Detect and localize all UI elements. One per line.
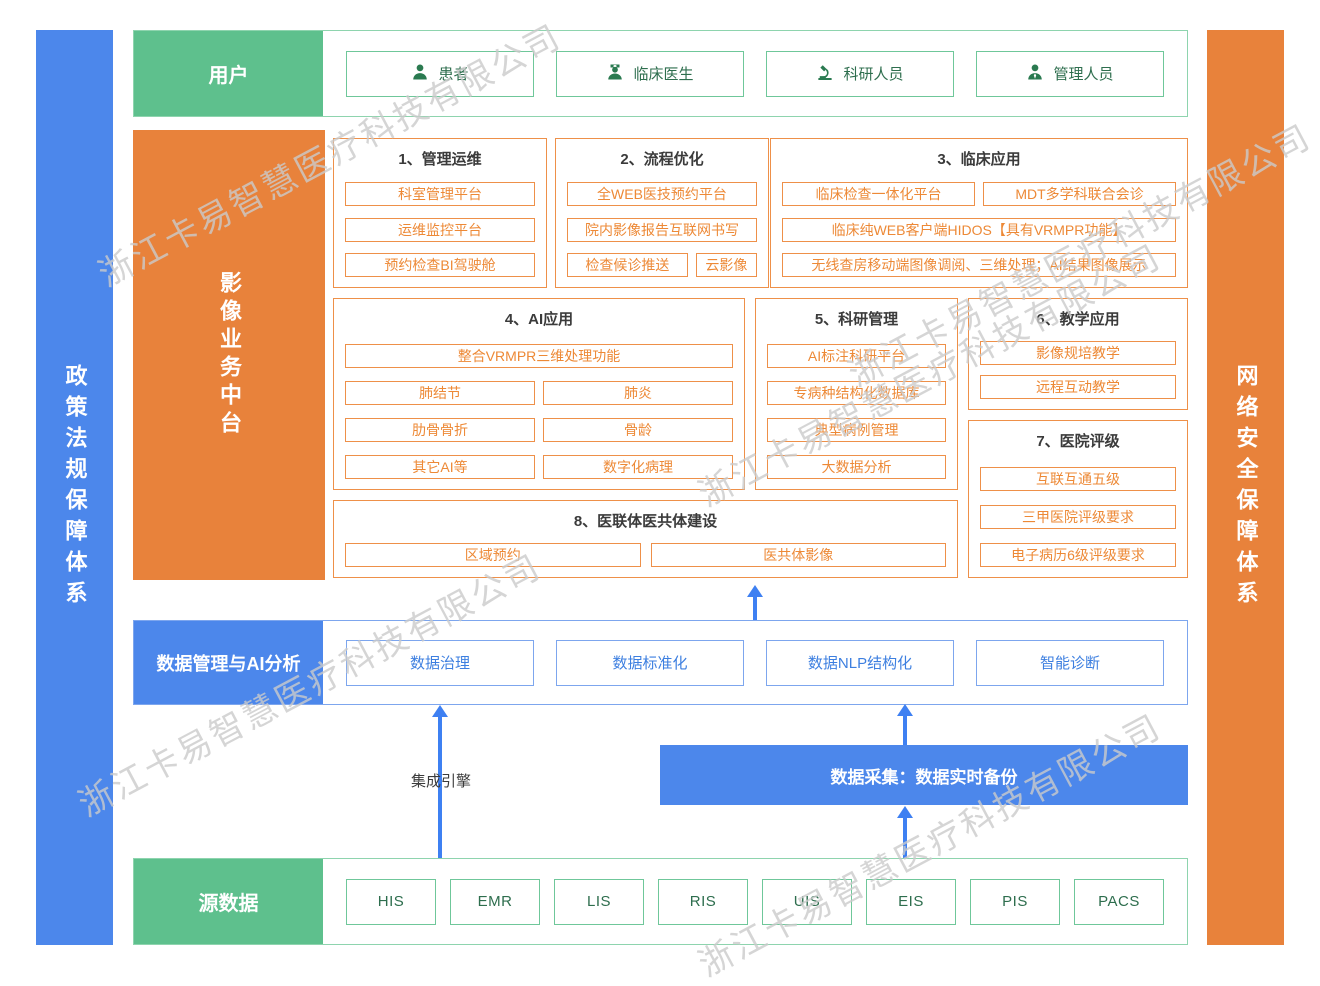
user-box-patient: 患者 — [346, 50, 534, 97]
section-title: 3、临床应用 — [937, 151, 1021, 168]
user-box-researcher: 科研人员 — [766, 50, 954, 97]
arrow-source-to-collection — [897, 806, 913, 858]
platform-item: 临床检查一体化平台 — [782, 182, 975, 207]
platform-item: 影像规培教学 — [980, 341, 1176, 365]
section-process-opt: 2、流程优化 全WEB医技预约平台 院内影像报告互联网书写 检查候诊推送 云影像 — [555, 138, 769, 288]
network-security-label: 网络安全保障体系 — [1233, 363, 1259, 612]
source-box-pis: PIS — [970, 878, 1060, 925]
section-medical-alliance: 8、医联体医共体建设 区域预约 医共体影像 — [333, 500, 958, 578]
arrow-collection-up — [897, 704, 913, 745]
platform-item: MDT多学科联合会诊 — [983, 182, 1176, 207]
source-box-pacs: PACS — [1074, 878, 1164, 925]
platform-item: 检查候诊推送 — [567, 252, 688, 277]
platform-item: 预约检查BI驾驶舱 — [345, 252, 535, 277]
section-title: 6、教学应用 — [1036, 311, 1120, 328]
section-mgmt-ops: 1、管理运维 科室管理平台 运维监控平台 预约检查BI驾驶舱 — [333, 138, 547, 288]
platform-item: 肋骨骨折 — [345, 418, 535, 442]
platform-item: 临床纯WEB客户端HIDOS【具有VRMPR功能】 — [782, 217, 1176, 242]
source-data-content: HIS EMR LIS RIS UIS EIS PIS PACS — [323, 859, 1187, 944]
source-data-label: 源数据 — [134, 859, 323, 944]
patient-icon — [411, 63, 429, 85]
user-box-label: 管理人员 — [1053, 66, 1114, 83]
platform-item: 大数据分析 — [767, 455, 946, 479]
section-title: 7、医院评级 — [1036, 433, 1120, 450]
user-row-content: 患者 临床医生 科研人员 管理人员 — [323, 31, 1187, 116]
data-mgmt-label: 数据管理与AI分析 — [134, 621, 323, 704]
source-box-lis: LIS — [554, 878, 644, 925]
arrow-integration-engine — [432, 705, 448, 858]
platform-item: 典型病例管理 — [767, 418, 946, 442]
user-box-doctor: 临床医生 — [556, 50, 744, 97]
integration-engine-label: 集成引擎 — [410, 773, 471, 790]
source-box-his: HIS — [346, 878, 436, 925]
policy-regulation-bar: 政策法规保障体系 — [36, 30, 113, 945]
policy-regulation-label: 政策法规保障体系 — [62, 363, 88, 612]
platform-item: AI标注科研平台 — [767, 344, 946, 368]
section-hospital-rating: 7、医院评级 互联互通五级 三甲医院评级要求 电子病历6级评级要求 — [968, 420, 1188, 578]
section-title: 2、流程优化 — [620, 151, 704, 168]
data-mgmt-box: 数据治理 — [346, 639, 534, 686]
platform-item: 骨龄 — [543, 418, 733, 442]
platform-item: 云影像 — [695, 252, 757, 277]
section-ai-app: 4、AI应用 整合VRMPR三维处理功能 肺结节 肺炎 肋骨骨折 骨龄 其它AI… — [333, 298, 745, 490]
platform-item: 无线查房移动端图像调阅、三维处理；AI结果图像展示 — [782, 252, 1176, 277]
section-clinical-app: 3、临床应用 临床检查一体化平台 MDT多学科联合会诊 临床纯WEB客户端HID… — [770, 138, 1188, 288]
source-box-ris: RIS — [658, 878, 748, 925]
admin-icon — [1026, 63, 1044, 85]
data-mgmt-box: 智能诊断 — [976, 639, 1164, 686]
user-row: 用户 患者 临床医生 科研人员 管理人员 — [133, 30, 1188, 117]
section-title: 4、AI应用 — [504, 311, 574, 328]
platform-item: 全WEB医技预约平台 — [567, 182, 757, 207]
section-teaching-app: 6、教学应用 影像规培教学 远程互动教学 — [968, 298, 1188, 410]
source-box-emr: EMR — [450, 878, 540, 925]
data-collection-bar: 数据采集：数据实时备份 — [660, 745, 1188, 805]
user-box-label: 科研人员 — [843, 66, 904, 83]
imaging-platform-content: 1、管理运维 科室管理平台 运维监控平台 预约检查BI驾驶舱 2、流程优化 全W… — [332, 130, 1188, 580]
platform-item: 电子病历6级评级要求 — [980, 543, 1176, 567]
platform-item: 专病种结构化数据库 — [767, 381, 946, 405]
data-mgmt-content: 数据治理 数据标准化 数据NLP结构化 智能诊断 — [323, 621, 1187, 704]
source-box-uis: UIS — [762, 878, 852, 925]
platform-item: 肺炎 — [543, 381, 733, 405]
arrow-up-to-platform — [747, 585, 763, 620]
doctor-icon — [606, 63, 624, 85]
imaging-platform-label-block: 影像业务中台 — [133, 130, 325, 580]
platform-item: 数字化病理 — [543, 455, 733, 479]
network-security-bar: 网络安全保障体系 — [1207, 30, 1284, 945]
platform-item: 医共体影像 — [650, 543, 946, 567]
platform-item: 其它AI等 — [345, 455, 535, 479]
platform-item: 整合VRMPR三维处理功能 — [345, 344, 733, 368]
source-data-row: 源数据 HIS EMR LIS RIS UIS EIS PIS PACS — [133, 858, 1188, 945]
microscope-icon — [816, 63, 834, 85]
user-box-admin: 管理人员 — [976, 50, 1164, 97]
user-box-label: 临床医生 — [633, 66, 694, 83]
platform-item: 肺结节 — [345, 381, 535, 405]
platform-item: 互联互通五级 — [980, 467, 1176, 491]
source-box-eis: EIS — [866, 878, 956, 925]
platform-item: 远程互动教学 — [980, 375, 1176, 399]
data-mgmt-row: 数据管理与AI分析 数据治理 数据标准化 数据NLP结构化 智能诊断 — [133, 620, 1188, 705]
section-title: 1、管理运维 — [398, 151, 482, 168]
platform-item: 三甲医院评级要求 — [980, 505, 1176, 529]
section-title: 5、科研管理 — [814, 311, 899, 328]
user-box-label: 患者 — [438, 66, 469, 83]
section-research-mgmt: 5、科研管理 AI标注科研平台 专病种结构化数据库 典型病例管理 大数据分析 — [755, 298, 958, 490]
platform-item: 运维监控平台 — [345, 217, 535, 242]
platform-item: 区域预约 — [345, 543, 641, 567]
section-title: 8、医联体医共体建设 — [573, 513, 718, 530]
user-row-label: 用户 — [134, 31, 323, 116]
data-mgmt-box: 数据NLP结构化 — [766, 639, 954, 686]
platform-item: 院内影像报告互联网书写 — [567, 217, 757, 242]
data-mgmt-box: 数据标准化 — [556, 639, 744, 686]
imaging-platform-label: 影像业务中台 — [217, 271, 242, 439]
platform-item: 科室管理平台 — [345, 182, 535, 207]
